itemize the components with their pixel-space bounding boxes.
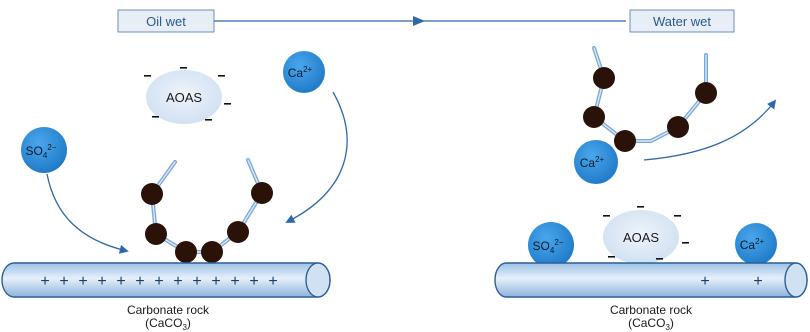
- oil-bead: [251, 182, 273, 204]
- positive-charge: +: [211, 273, 220, 290]
- right-calcium-circle: [735, 223, 777, 265]
- oil-bead: [175, 241, 197, 263]
- negative-charge-icon: [603, 215, 610, 217]
- positive-charge: +: [78, 273, 87, 290]
- right-sulfate-ion: SO42−: [528, 222, 574, 268]
- left-sulfate-circle: [21, 127, 67, 173]
- negative-charge-icon: [152, 116, 159, 118]
- left-surface-charges: + + + + + + + + + + + + +: [40, 273, 277, 290]
- positive-charge: +: [173, 273, 182, 290]
- right-free-calcium-sup: 2+: [595, 155, 604, 164]
- positive-charge: +: [268, 273, 277, 290]
- positive-charge: +: [135, 273, 144, 290]
- svg-text:Ca2+: Ca2+: [288, 65, 313, 80]
- positive-charge: +: [192, 273, 201, 290]
- negative-charge-icon: [656, 258, 663, 260]
- left-rock-label: Carbonate rock: [127, 303, 210, 317]
- right-calcium-label: Ca: [740, 238, 756, 252]
- left-scene: AOAS Ca2+ SO42−: [1, 51, 348, 332]
- negative-charge-icon: [224, 103, 231, 105]
- right-aoas-surfactant: AOAS: [603, 206, 689, 264]
- right-free-calcium-circle: [574, 140, 618, 184]
- left-rock-formula: (CaCO3): [145, 316, 191, 332]
- left-rock-body: [1, 262, 331, 298]
- positive-charge: +: [97, 273, 106, 290]
- header-transition: Oil wet Water wet: [117, 9, 735, 33]
- left-calcium-label: Ca: [288, 66, 304, 80]
- right-scene: Ca2+ SO42− AOAS Ca2+: [494, 46, 808, 332]
- oil-bead: [695, 82, 717, 104]
- right-rock-formula: (CaCO3): [628, 316, 674, 332]
- right-sulfate-sup: 2−: [554, 238, 563, 247]
- svg-text:SO42−: SO42−: [533, 238, 564, 255]
- oil-bead: [145, 223, 167, 245]
- right-aoas-bubble: [603, 210, 679, 264]
- negative-charge-icon: [674, 215, 681, 217]
- sulfate-approach-arrow: [46, 173, 129, 254]
- oil-bead: [614, 130, 636, 152]
- right-rock-end: [784, 262, 808, 298]
- release-arrow: [643, 99, 777, 161]
- left-calcium-ion: Ca2+: [283, 51, 325, 93]
- positive-charge: +: [230, 273, 239, 290]
- oil-bead: [227, 221, 249, 243]
- oil-bead: [593, 67, 615, 89]
- left-aoas-bubble: [146, 70, 222, 124]
- oil-bead: [141, 183, 163, 205]
- positive-charge: +: [249, 273, 258, 290]
- right-free-calcium-label: Ca: [580, 156, 596, 170]
- right-free-calcium-ion: Ca2+: [574, 140, 618, 184]
- negative-charge-icon: [218, 75, 225, 77]
- left-sulfate-sup: 2−: [47, 143, 56, 152]
- negative-charge-icon: [682, 242, 689, 244]
- right-sulfate-label: SO: [533, 239, 550, 253]
- left-aoas-surfactant: AOAS: [144, 67, 231, 124]
- water-wet-label: Water wet: [653, 14, 711, 29]
- svg-text:SO42−: SO42−: [26, 143, 57, 160]
- right-calcium-ion: Ca2+: [735, 223, 777, 265]
- oil-bead: [583, 106, 605, 128]
- water-wet-box: [629, 9, 735, 33]
- left-rock-end: [305, 262, 331, 298]
- negative-charge-icon: [144, 75, 151, 77]
- calcium-approach-arrow: [285, 91, 348, 223]
- oil-wet-label: Oil wet: [146, 14, 186, 29]
- negative-charge-icon: [205, 119, 212, 121]
- oil-bead: [667, 116, 689, 138]
- svg-text:Ca2+: Ca2+: [740, 237, 765, 252]
- left-calcium-circle: [283, 51, 325, 93]
- right-aoas-label: AOAS: [623, 230, 659, 245]
- left-carbonate-rock: + + + + + + + + + + + + +: [1, 262, 331, 298]
- positive-charge: +: [116, 273, 125, 290]
- right-surface-charges: + +: [700, 273, 762, 290]
- right-rock-label: Carbonate rock: [610, 303, 693, 317]
- positive-charge: +: [59, 273, 68, 290]
- right-sulfate-circle: [528, 222, 574, 268]
- positive-charge: +: [753, 273, 762, 290]
- negative-charge-icon: [180, 67, 187, 69]
- transition-arrow-icon: [413, 16, 425, 26]
- right-sulfate-sub: 4: [550, 246, 555, 255]
- left-oil-molecules: [141, 158, 273, 263]
- right-carbonate-rock: + +: [494, 262, 808, 298]
- negative-charge-icon: [637, 206, 644, 208]
- positive-charge: +: [40, 273, 49, 290]
- left-sulfate-sub: 4: [43, 151, 48, 160]
- left-sulfate-ion: SO42−: [21, 127, 67, 173]
- right-released-oil: Ca2+: [574, 46, 777, 184]
- svg-text:Ca2+: Ca2+: [580, 155, 605, 170]
- positive-charge: +: [154, 273, 163, 290]
- left-aoas-label: AOAS: [166, 90, 202, 105]
- negative-charge-icon: [608, 256, 615, 258]
- oil-bead: [201, 241, 223, 263]
- right-calcium-sup: 2+: [755, 237, 764, 246]
- left-sulfate-label: SO: [26, 144, 43, 158]
- positive-charge: +: [700, 273, 709, 290]
- left-calcium-sup: 2+: [303, 65, 312, 74]
